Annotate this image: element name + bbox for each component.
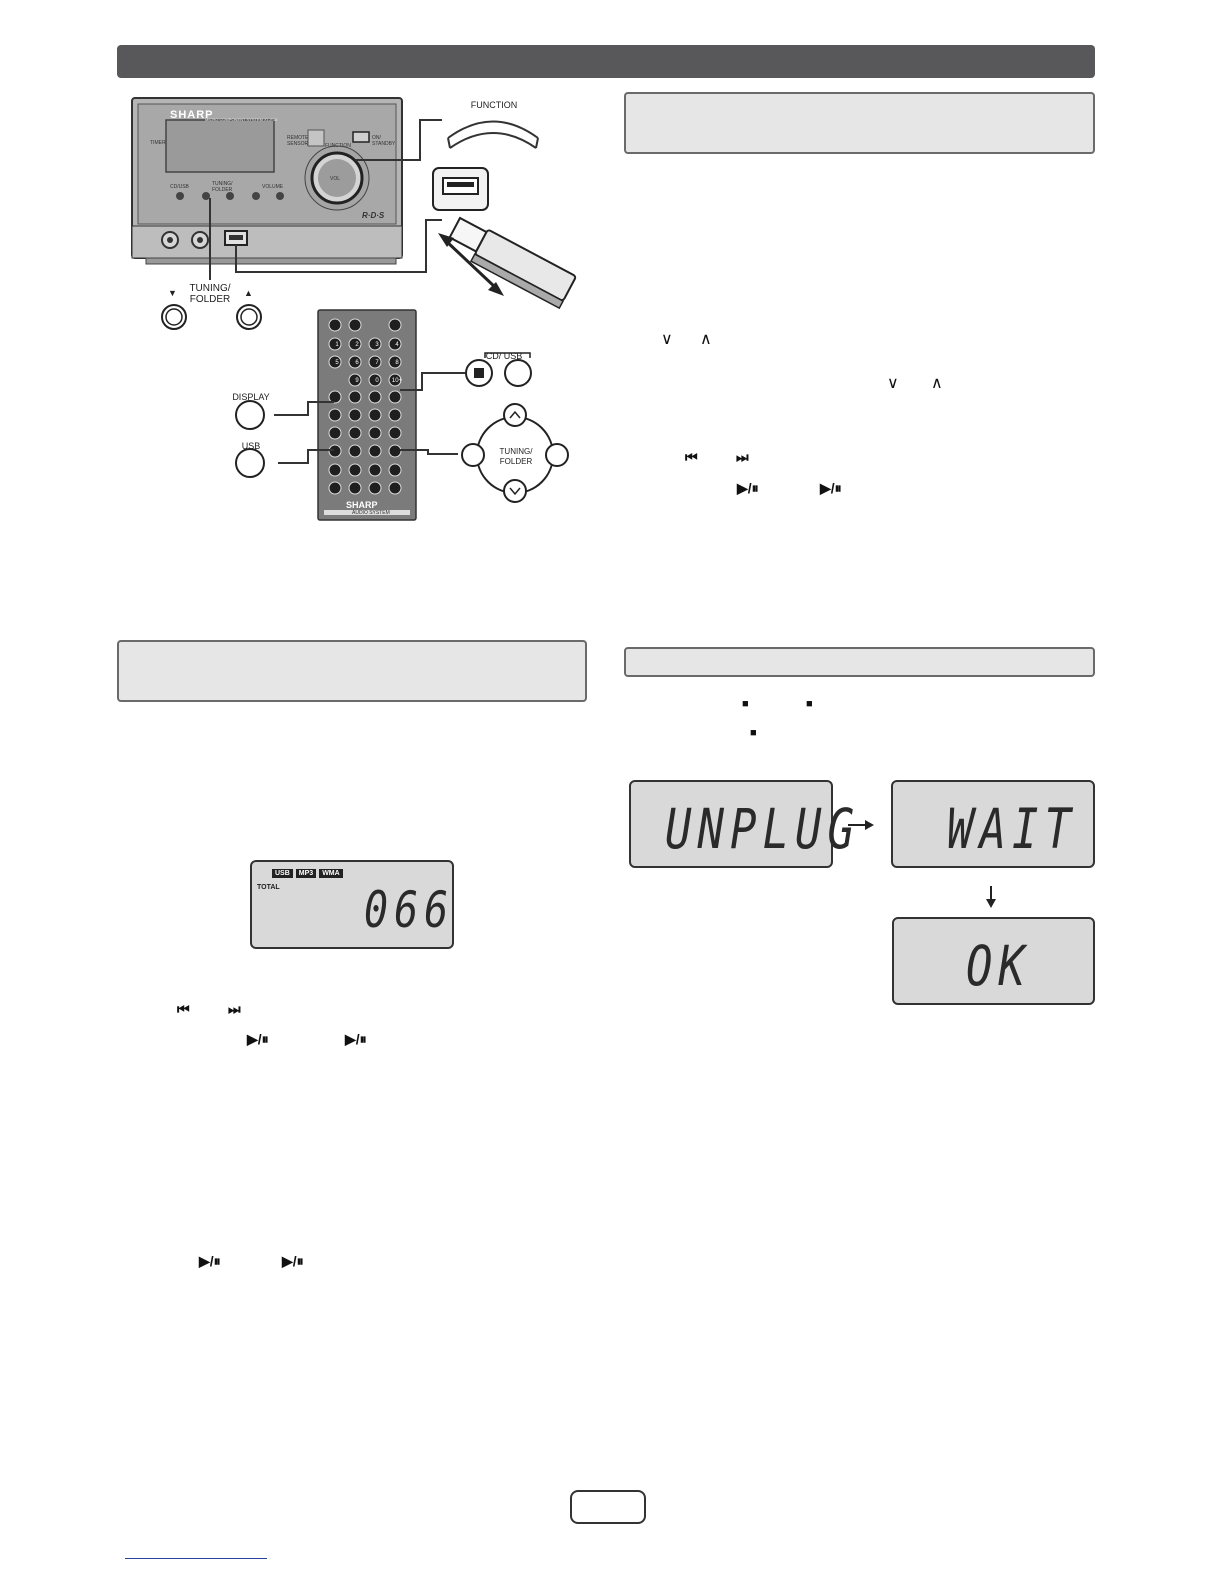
total-label: TOTAL [257, 884, 280, 891]
stop-icon: ■ [806, 698, 813, 710]
remote-key-8: 8 [395, 360, 399, 366]
header-bar [117, 45, 1095, 78]
play-pause-icon: ▶/⏸ [820, 480, 842, 496]
arrow-right-icon [848, 820, 874, 830]
unit-label-on-standby: ON/ STANDBY [372, 135, 396, 147]
unit-model-line: MICRO COMPONENT SYSTEM XL-E15 [205, 117, 278, 122]
unit-label-function: FUNCTION [325, 143, 351, 149]
stop-icon: ■ [750, 727, 757, 739]
remote-key-2: 2 [355, 342, 359, 348]
total-count-digits: 066 [364, 882, 455, 940]
arrow-down-label: ▼ [168, 288, 177, 298]
unit-label-timer: TIMER [150, 140, 166, 146]
unit-brand: SHARP [170, 109, 214, 121]
caret-up-icon: ∧ [931, 375, 943, 392]
display-label: DISPLAY [232, 392, 270, 402]
arrow-down-icon [986, 886, 996, 908]
caret-up-icon: ∧ [700, 331, 712, 348]
page-number-box [570, 1490, 646, 1524]
remote-key-7: 7 [375, 360, 379, 366]
unit-label-tuning: TUNING/ FOLDER [212, 181, 233, 193]
remote-key-4: 4 [395, 342, 399, 348]
ok-lcd: OK [892, 917, 1095, 1005]
next-track-icon: ⏭ [228, 1001, 241, 1017]
tuning-folder-label: TUNING/ FOLDER [189, 283, 231, 305]
tuning-folder-dpad [461, 403, 569, 503]
play-pause-icon: ▶/⏸ [737, 480, 759, 496]
play-pause-icon: ▶/⏸ [345, 1031, 367, 1047]
mp3-badge: MP3 [295, 869, 317, 878]
remote-brand: SHARP [346, 500, 378, 510]
dpad-center-label: TUNING/ FOLDER [499, 447, 533, 466]
remote-model-line: AUDIO SYSTEM [352, 510, 390, 516]
wait-text: WAIT [947, 798, 1077, 862]
rds-logo: R·D·S [362, 211, 385, 220]
section-box-usb-remove [624, 647, 1095, 677]
caret-down-icon: ∨ [887, 375, 899, 392]
play-pause-icon: ▶/⏸ [247, 1031, 269, 1047]
unit-label-remote-sensor: REMOTE SENSOR [287, 135, 309, 147]
unit-label-volume: VOLUME [262, 184, 284, 190]
stop-icon: ■ [742, 698, 749, 710]
remote-key-1: 1 [335, 342, 339, 348]
remote-key-6: 6 [355, 360, 359, 366]
wma-badge: WMA [319, 869, 343, 878]
arrow-up-label: ▲ [244, 288, 253, 298]
next-track-icon: ⏭ [736, 449, 749, 465]
usb-badge: USB [272, 869, 293, 878]
usb-label: USB [241, 441, 261, 451]
wait-lcd: WAIT [891, 780, 1095, 868]
previous-track-icon: ⏮ [685, 449, 698, 465]
section-box-usb-playback [624, 92, 1095, 154]
remote-key-9: 9 [355, 378, 359, 384]
caret-down-icon: ∨ [661, 331, 673, 348]
play-pause-icon: ▶/⏸ [282, 1253, 304, 1269]
footer-link-underline [125, 1558, 267, 1559]
section-box-usb-info [117, 640, 587, 702]
play-pause-icon: ▶/⏸ [199, 1253, 221, 1269]
remote-key-0: 0 [375, 378, 379, 384]
display-button-callout [235, 400, 265, 430]
play-pause-button-callout [504, 359, 532, 387]
unit-label-vol: VOL [330, 176, 341, 182]
usb-stick-icon [448, 216, 577, 310]
remote-key-3: 3 [375, 342, 379, 348]
device-illustration [131, 97, 577, 521]
previous-track-icon: ⏮ [177, 1001, 190, 1017]
function-label: FUNCTION [470, 100, 518, 110]
usb-info-lcd: USB MP3 WMA TOTAL 066 [250, 860, 454, 949]
remote-key-10plus: 10+ [391, 378, 403, 384]
cd-usb-label: CD/ USB [485, 351, 523, 361]
remote-key-5: 5 [335, 360, 339, 366]
usb-button-callout [235, 448, 265, 478]
unit-lcd-window [165, 119, 275, 173]
unplug-text: UNPLUG [665, 798, 860, 862]
unplug-lcd: UNPLUG [629, 780, 854, 868]
ok-text: OK [966, 935, 1031, 999]
unit-label-cd-usb: CD/USB [170, 184, 189, 190]
